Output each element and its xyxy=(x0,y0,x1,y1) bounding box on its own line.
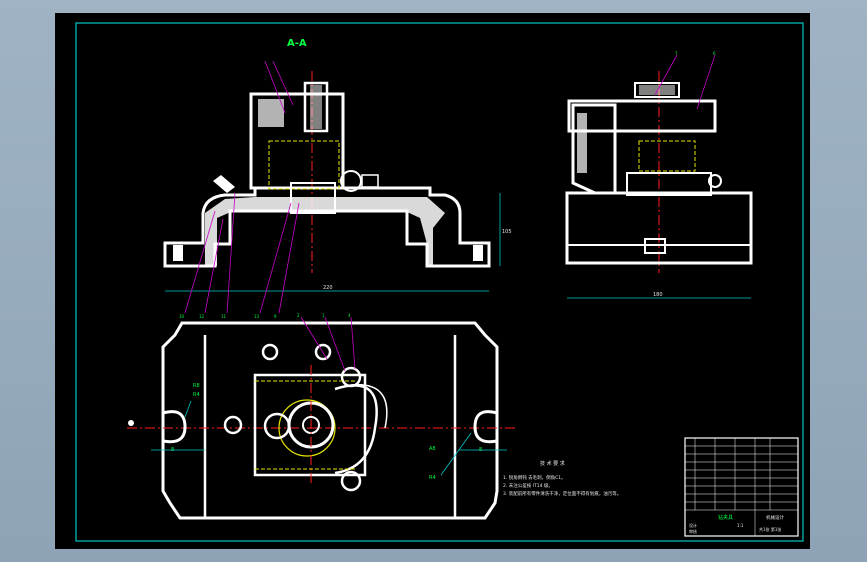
top-workpiece xyxy=(253,373,367,477)
top-dims: R8 R4 8 A8 R4 8 xyxy=(171,383,482,481)
title-sheet: 共1张 第1张 xyxy=(759,526,781,532)
tech-req-line-3: 3. 装配前所有零件清洗干净，定位面不得有划痕，油污等。 xyxy=(503,490,621,497)
left-center-mark xyxy=(128,420,134,426)
balloon-12: 12 xyxy=(199,314,205,319)
base-slot-right xyxy=(473,245,483,261)
clamp-nut xyxy=(340,170,362,192)
dim-a8-right: A8 xyxy=(429,446,436,452)
v-block-arc xyxy=(334,384,378,475)
clamp-screw-1 xyxy=(261,343,279,361)
locating-circle xyxy=(278,399,336,457)
dim-r4-left: R4 xyxy=(193,392,200,398)
clamp-knob-bottom xyxy=(340,470,362,492)
drawing-frame xyxy=(75,22,804,542)
side-width-dim-text: 180 xyxy=(653,292,663,298)
clamp-screw xyxy=(361,174,379,188)
technical-requirements: 技 术 要 求 1. 锐角倒钝 去毛刺，倒角C1。 2. 未注公差按 IT14 … xyxy=(503,460,621,497)
balloon-9: 9 xyxy=(274,314,277,319)
dim-r8-left: R8 xyxy=(193,383,200,389)
drawing-sheet: A-A xyxy=(55,13,810,549)
top-leaders xyxy=(300,316,356,372)
balloon-10: 10 xyxy=(179,314,185,319)
cad-drawing-canvas[interactable]: A-A xyxy=(55,13,810,549)
side-leaders xyxy=(654,54,716,110)
small-boss xyxy=(223,415,243,435)
top-slot-left xyxy=(162,410,187,444)
base-slot-left xyxy=(173,245,183,261)
front-balloons: 10 12 11 13 9 xyxy=(179,314,277,319)
side-knob xyxy=(708,174,722,188)
side-balloon-7: 7 xyxy=(675,51,678,56)
side-boss xyxy=(263,412,291,440)
side-clamp xyxy=(626,172,712,196)
tech-req-title: 技 术 要 求 xyxy=(540,460,565,467)
drill-bushing xyxy=(303,81,329,133)
side-slot xyxy=(644,238,666,254)
top-dim-lines xyxy=(151,400,507,476)
column-hatch-left xyxy=(258,99,284,127)
top-view: R8 R4 8 A8 R4 8 2 xyxy=(127,313,515,520)
dim-r4-right: R4 xyxy=(429,475,436,481)
side-balloon-6: 6 xyxy=(713,51,716,56)
tech-req-line-1: 1. 锐角倒钝 去毛刺，倒角C1。 xyxy=(503,474,566,481)
side-top-arm xyxy=(567,99,717,133)
locator-block xyxy=(290,182,336,214)
title-block: 钻夹具 机械设计 设计 审核 1:1 共1张 第1张 xyxy=(684,437,799,537)
top-balloon-1: 1 xyxy=(322,313,325,318)
top-slot-right xyxy=(473,410,498,444)
title-scale: 1:1 xyxy=(737,523,744,528)
side-base xyxy=(565,191,753,265)
front-leaders xyxy=(184,60,300,314)
side-bushing xyxy=(634,82,680,98)
side-hidden-lines xyxy=(638,140,696,172)
side-column xyxy=(571,103,617,195)
title-part-name: 钻夹具 xyxy=(718,514,733,521)
title-checker: 审核 xyxy=(689,528,697,534)
front-width-dim-text: 220 xyxy=(323,285,333,291)
front-section-view: A-A xyxy=(163,38,512,319)
top-balloon-2: 2 xyxy=(297,313,300,318)
balloon-11: 11 xyxy=(221,314,227,319)
top-balloon-4: 4 xyxy=(348,313,351,318)
clamp-knob-top xyxy=(340,366,362,388)
front-height-dim-text: 105 xyxy=(502,229,512,235)
tech-req-line-2: 2. 未注公差按 IT14 级。 xyxy=(503,482,553,489)
base-body xyxy=(163,186,491,268)
upper-column xyxy=(249,92,345,190)
clamp-screw-2 xyxy=(314,343,332,361)
side-view: 180 7 6 xyxy=(565,51,753,299)
bushing-hatch xyxy=(310,85,322,129)
hatched-body xyxy=(205,197,445,266)
title-block-frame xyxy=(684,437,799,537)
title-company: 机械设计 xyxy=(766,514,784,521)
title-designer: 设计 xyxy=(689,522,697,528)
balloon-13: 13 xyxy=(254,314,260,319)
hidden-lines-block xyxy=(268,140,340,190)
top-base-plate xyxy=(161,321,499,520)
left-pin xyxy=(213,175,235,193)
section-label: A-A xyxy=(287,38,307,49)
